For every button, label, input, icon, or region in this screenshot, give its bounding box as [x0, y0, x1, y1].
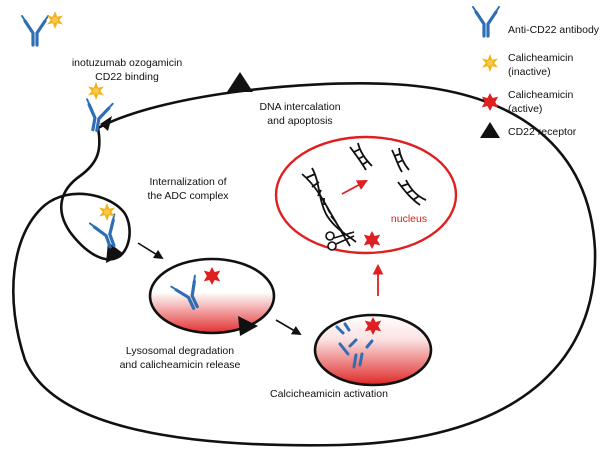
antibody-fragments-icon [335, 322, 374, 369]
dna-fragment-icon [349, 142, 373, 171]
nucleus-label: nucleus [391, 213, 427, 225]
cd22-receptor-top [227, 72, 253, 92]
dna-fragment-icon-2 [391, 147, 410, 173]
scissors-icon [325, 231, 355, 251]
legend: Anti-CD22 antibody Calicheamicin (inacti… [471, 5, 600, 138]
legend-cd22-label: CD22 receptor [508, 126, 577, 138]
release-arrow [275, 319, 302, 335]
cd22-receptor-upper [100, 116, 112, 131]
legend-active-label-line1: Calicheamicin [508, 89, 574, 101]
dna-label-line2: and apoptosis [267, 115, 332, 127]
inactive-calicheamicin-icon [88, 82, 104, 100]
internalization-arrow [137, 242, 164, 260]
legend-triangle-icon [480, 122, 500, 138]
free-inactive-calicheamicin-icon [47, 11, 63, 29]
activation-label: Calcicheamicin activation [270, 388, 388, 400]
nucleus [274, 135, 458, 255]
cell-membrane [12, 82, 597, 447]
dna-fragment-icon-3 [397, 179, 427, 206]
legend-active-label-line2: (active) [508, 103, 542, 115]
legend-inactive-label-line2: (inactive) [508, 66, 551, 78]
binding-label-line2: CD22 binding [95, 71, 159, 83]
dna-helix-icon [301, 167, 357, 247]
legend-inactive-label-line1: Calicheamicin [508, 52, 574, 64]
internalization-label-line2: the ADC complex [147, 190, 229, 202]
internalization-label-line1: Internalization of [149, 176, 226, 188]
lysosomal-label-line2: and calicheamicin release [120, 359, 241, 371]
cleavage-arrow [341, 179, 368, 195]
free-antibody-icon [20, 14, 50, 47]
binding-label-line1: inotuzumab ozogamicin [72, 57, 182, 69]
legend-antibody-icon [471, 5, 501, 38]
cd22-receptor-lysosome [238, 316, 258, 336]
dna-label-line1: DNA intercalation [259, 101, 340, 113]
legend-antibody-label: Anti-CD22 antibody [508, 24, 600, 36]
legend-inactive-star-icon [482, 54, 498, 72]
lysosomal-label-line1: Lysosomal degradation [126, 345, 234, 357]
lysosome [148, 257, 276, 335]
